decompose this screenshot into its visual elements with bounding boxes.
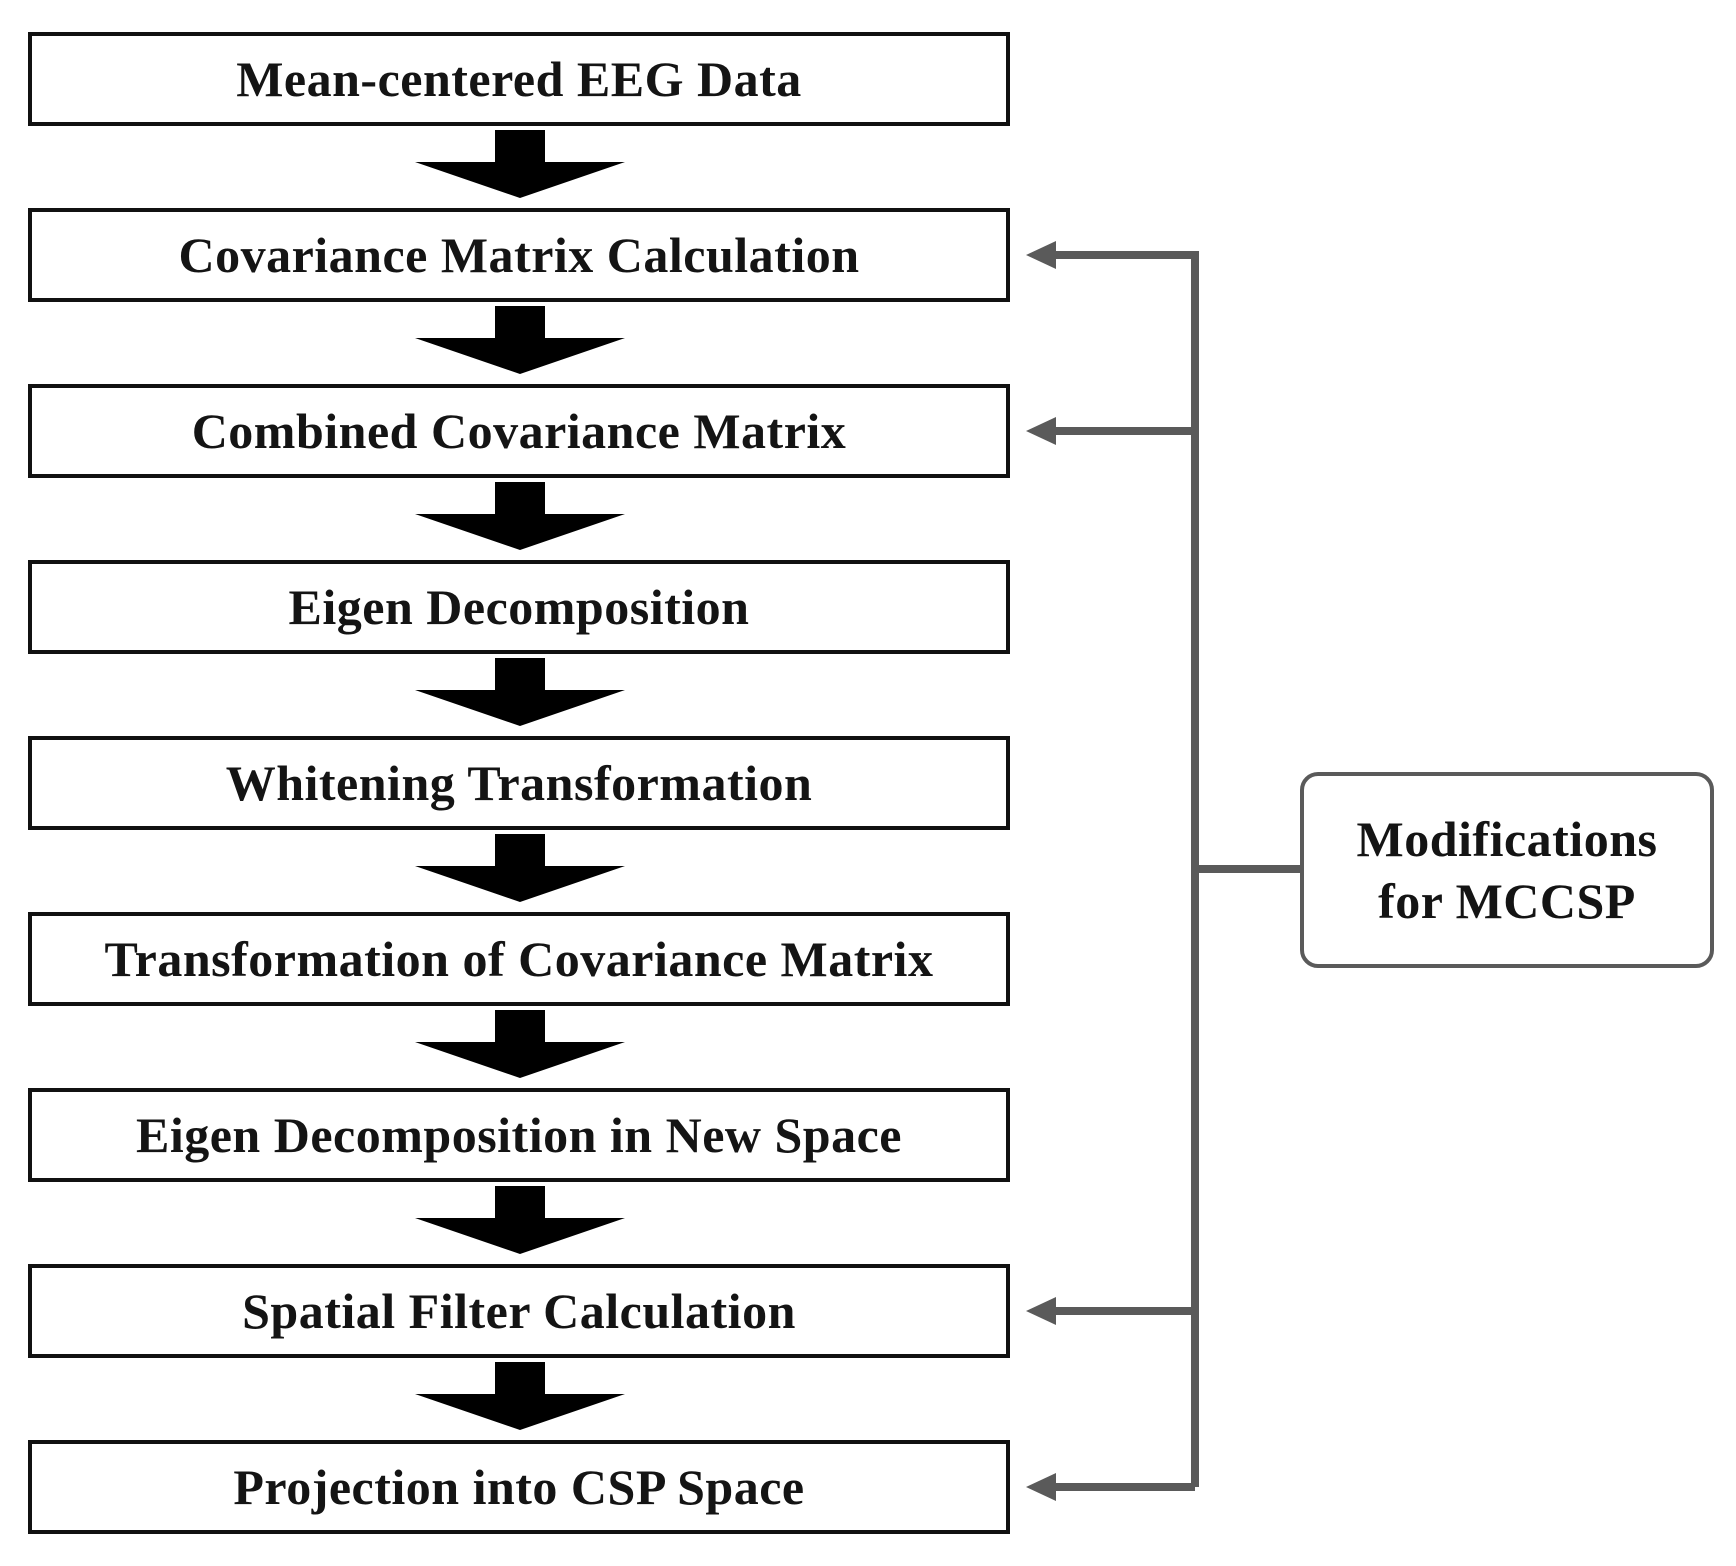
step-projection-into-csp-space: Projection into CSP Space bbox=[28, 1440, 1010, 1534]
down-arrow-icon bbox=[415, 1186, 625, 1254]
step-mean-centered-eeg-data: Mean-centered EEG Data bbox=[28, 32, 1010, 126]
modifications-box: Modifications for MCCSP bbox=[1300, 772, 1714, 968]
step-whitening-transformation: Whitening Transformation bbox=[28, 736, 1010, 830]
down-arrow-icon bbox=[415, 658, 625, 726]
left-arrow-icon bbox=[1026, 241, 1056, 269]
down-arrow-icon bbox=[415, 130, 625, 198]
step-label: Mean-centered EEG Data bbox=[236, 51, 802, 107]
step-label: Combined Covariance Matrix bbox=[191, 403, 847, 459]
down-arrow-icon bbox=[415, 306, 625, 374]
step-spatial-filter-calculation: Spatial Filter Calculation bbox=[28, 1264, 1010, 1358]
step-label: Eigen Decomposition bbox=[288, 579, 750, 635]
step-label: Whitening Transformation bbox=[225, 755, 813, 811]
down-arrow-icon bbox=[415, 482, 625, 550]
down-arrow-icon bbox=[415, 834, 625, 902]
left-arrow-icon bbox=[1026, 1473, 1056, 1501]
down-arrow-icon bbox=[415, 1010, 625, 1078]
left-arrow-icon bbox=[1026, 1297, 1056, 1325]
modifications-title: Modifications bbox=[1356, 811, 1658, 867]
step-label: Covariance Matrix Calculation bbox=[178, 227, 860, 283]
left-arrow-icon bbox=[1026, 417, 1056, 445]
down-arrow-icon bbox=[415, 1362, 625, 1430]
step-label: Transformation of Covariance Matrix bbox=[104, 931, 934, 987]
step-transformation-of-covariance-matrix: Transformation of Covariance Matrix bbox=[28, 912, 1010, 1006]
step-eigen-decomposition-new-space: Eigen Decomposition in New Space bbox=[28, 1088, 1010, 1182]
step-label: Spatial Filter Calculation bbox=[242, 1283, 796, 1339]
step-label: Eigen Decomposition in New Space bbox=[136, 1107, 902, 1163]
modifications-subtitle: for MCCSP bbox=[1378, 873, 1636, 929]
step-combined-covariance-matrix: Combined Covariance Matrix bbox=[28, 384, 1010, 478]
step-covariance-matrix-calculation: Covariance Matrix Calculation bbox=[28, 208, 1010, 302]
step-eigen-decomposition: Eigen Decomposition bbox=[28, 560, 1010, 654]
step-label: Projection into CSP Space bbox=[233, 1459, 805, 1515]
